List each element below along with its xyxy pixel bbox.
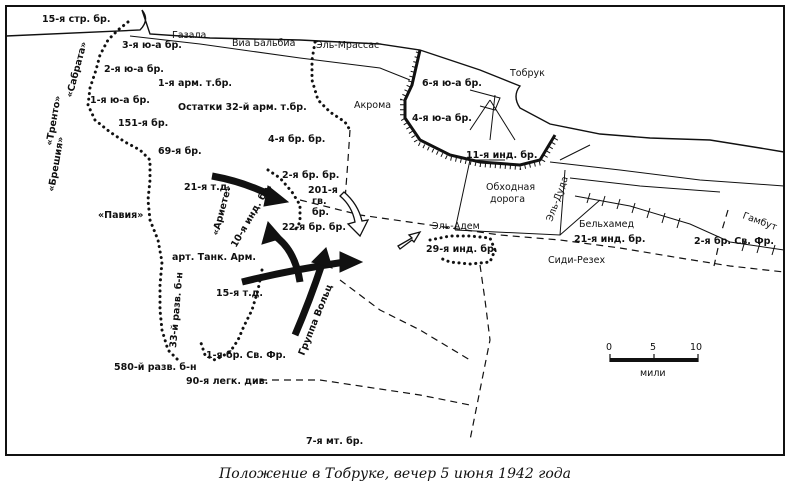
knightsbridge-line [198,268,264,362]
unit-21-ind: 21-я инд. бр. [574,234,645,245]
scale-unit: мили [640,368,666,379]
track-north [299,199,785,273]
unit-11-ind: 11-я инд. бр. [466,150,537,161]
label-gazala: Газала [172,30,206,41]
scale-label-10: 10 [690,342,702,353]
unit-29-ind: 29-я инд. бр. [426,244,497,255]
unit-2-br: 2-я бр. бр. [282,170,339,181]
tobruk-harbour [469,89,501,111]
tobruk-perimeter-hatch [400,51,560,171]
label-el-duda: Эль-Дуда [544,175,570,223]
unit-sabrata: «Сабрата» [64,40,89,98]
track-southwest-2 [260,379,471,406]
coast-road-east-2 [569,177,721,193]
coast-road-east [549,161,785,187]
map-frame [5,5,785,456]
label-el-mrassas: Эль-Мрассас [316,40,379,51]
unit-15-str: 15-я стр. бр. [42,14,110,25]
label-belhamed: Бельхамед [579,219,634,230]
unit-15-td: 15-я т.д. [216,288,263,299]
unit-21-td: 21-я т.д. [184,182,231,193]
scale-label-5: 5 [650,342,656,353]
unit-151: 151-я бр. [118,118,168,129]
gazala-line [86,20,182,364]
tobruk-perimeter [403,49,557,167]
unit-1-ua: 1-я ю-а бр. [90,95,150,106]
label-via-balbia: Виа Бальбиа [232,38,295,49]
unit-22-br: 22-я бр. бр. [282,222,346,233]
unit-3-ua: 3-я ю-а бр. [122,40,182,51]
map-caption: Положение в Тобруке, вечер 5 июня 1942 г… [218,466,571,482]
unit-art-tank: арт. Танк. Арм. [172,252,256,263]
scale-bar: 0 5 10 мили [606,342,702,379]
railway-ties [586,192,776,256]
unit-4-ua: 4-я ю-а бр. [412,113,472,124]
unit-32-arm: Остатки 32-й арм. т.бр. [178,102,307,113]
unit-201-line2: гв. [312,196,327,207]
unit-pavia: «Павия» [98,210,143,221]
unit-201-line3: бр. [312,207,329,218]
unit-7-mt: 7-я мт. бр. [306,436,363,447]
track-south [469,264,491,441]
label-el-adem: Эль-Адем [432,221,480,232]
unit-6-ua: 6-я ю-а бр. [422,78,482,89]
attack-arrows [211,172,364,337]
coastline [5,9,785,153]
unit-2-sv-fr: 2-я бр. Св. Фр. [694,236,774,247]
mrassas-line [310,40,352,132]
tobruk-roads [469,94,601,236]
label-akroma: Акрома [354,100,391,111]
label-gambut: Гамбут [741,210,779,233]
unit-201-line1: 201-я [308,185,338,196]
unit-69: 69-я бр. [158,146,202,157]
railway [574,195,785,251]
track-southwest [339,279,471,361]
label-bypass-road-1: Обходная [486,182,535,193]
allied-pocket-line [266,168,302,234]
unit-33-razv: 33-й разв. б-н [168,272,186,349]
scale-label-0: 0 [606,342,612,353]
unit-1-sv-fr: 1-я бр. Св. Фр. [206,350,286,361]
unit-201: 201-я гв. бр. [308,185,341,218]
unit-2-ua: 2-я ю-а бр. [104,64,164,75]
unit-90-legk: 90-я легк. див. [186,376,268,387]
label-tobruk: Тобрук [509,68,545,79]
label-bypass-road: Обходная дорога [486,182,538,205]
via-balbia-road [129,35,411,81]
unit-580: 580-й разв. б-н [114,362,197,373]
el-adem-box [428,234,497,266]
outline-arrows [339,191,422,250]
track-east-pieces [713,209,729,267]
label-sidi-rezegh: Сиди-Резех [548,255,605,266]
unit-4-br: 4-я бр. бр. [268,134,325,145]
track-acroma [344,129,351,201]
label-bypass-road-2: дорога [490,194,525,205]
unit-1-arm: 1-я арм. т.бр. [158,78,232,89]
